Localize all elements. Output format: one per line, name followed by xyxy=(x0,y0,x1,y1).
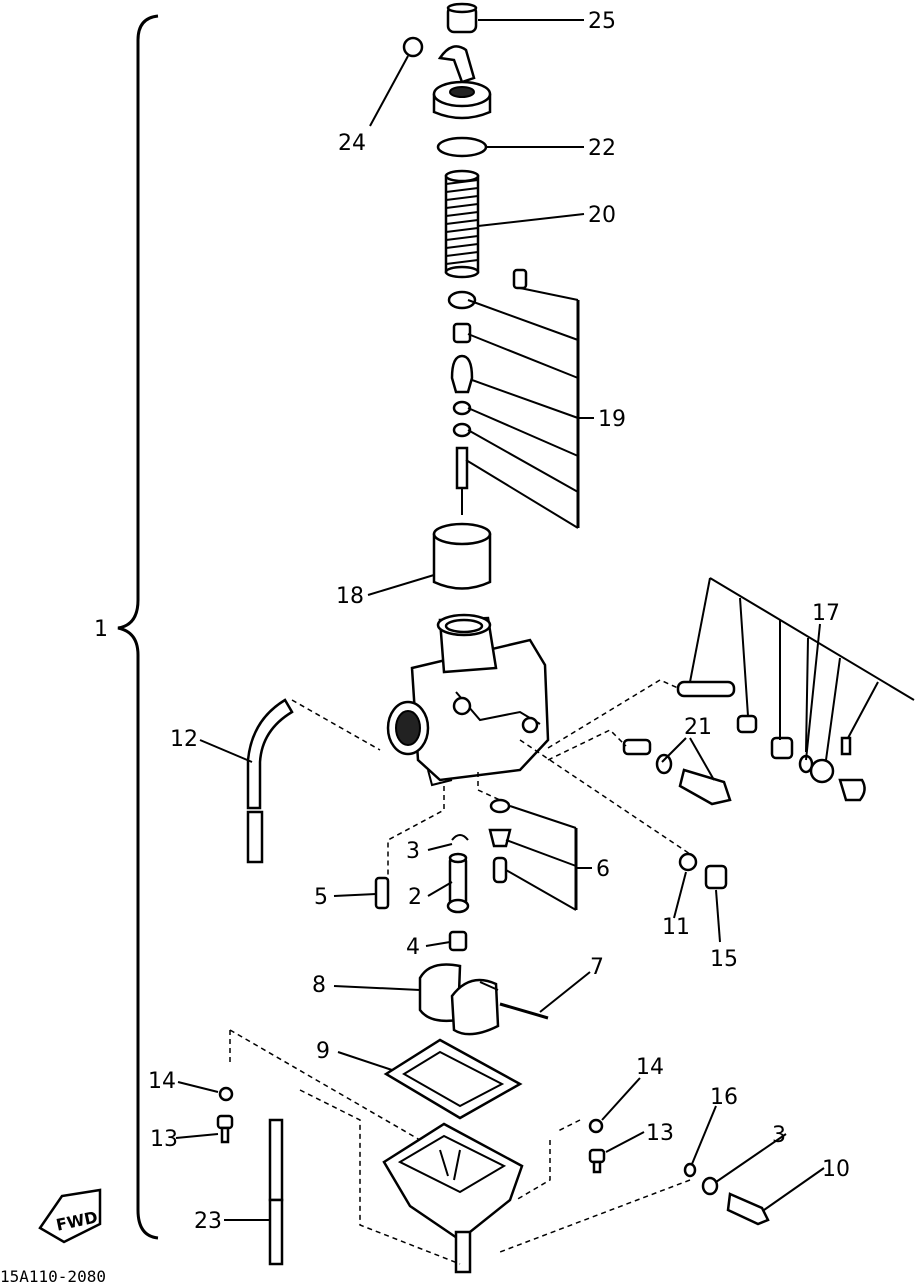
part-9-float-chamber-gasket xyxy=(383,1038,523,1120)
part-24-elbow xyxy=(402,36,476,84)
callout-16: 16 xyxy=(710,1085,738,1110)
part-3-ring xyxy=(451,834,469,841)
part-25-cap xyxy=(446,2,478,34)
callout-3-lower: 3 xyxy=(772,1123,786,1148)
callout-11: 11 xyxy=(662,915,690,940)
assembly-guide-lines xyxy=(229,679,691,1265)
fwd-arrow-badge: FWD xyxy=(38,1188,102,1244)
callout-1: 1 xyxy=(94,617,108,642)
callout-23: 23 xyxy=(194,1209,222,1234)
callout-20: 20 xyxy=(588,203,616,228)
callout-18: 18 xyxy=(336,584,364,609)
callout-4: 4 xyxy=(406,935,420,960)
leader-lines xyxy=(175,19,825,1221)
part-12-tube xyxy=(246,698,294,864)
part-4-main-jet xyxy=(448,930,468,952)
part-19-needle-set xyxy=(447,268,580,529)
callout-21: 21 xyxy=(684,715,712,740)
part-3-ring-right xyxy=(701,1176,719,1196)
part-10-drain-screw xyxy=(726,1192,770,1226)
callout-8: 8 xyxy=(312,973,326,998)
callout-14-right: 14 xyxy=(636,1055,664,1080)
callout-3-upper: 3 xyxy=(406,839,420,864)
part-18-throttle-slide xyxy=(432,522,492,590)
callout-7: 7 xyxy=(590,955,604,980)
callout-19: 19 xyxy=(598,407,626,432)
part-2-needle-jet xyxy=(446,852,470,914)
callout-10: 10 xyxy=(822,1157,850,1182)
part-7-float-pin xyxy=(499,1002,549,1020)
part-21-adjusters xyxy=(622,738,732,806)
part-13-screw-right xyxy=(588,1148,606,1174)
part-15-nut xyxy=(704,864,728,890)
part-23-drain-tube xyxy=(268,1118,284,1266)
part-top-cap xyxy=(432,80,492,120)
part-22-gasket xyxy=(436,136,488,158)
float-chamber xyxy=(382,1122,524,1274)
callout-9: 9 xyxy=(316,1039,330,1064)
callout-25: 25 xyxy=(588,9,616,34)
callout-12: 12 xyxy=(170,727,198,752)
part-14-washer-left xyxy=(218,1086,234,1102)
part-8-float xyxy=(418,963,500,1036)
callout-17: 17 xyxy=(812,601,840,626)
part-20-spring xyxy=(444,169,480,279)
part-13-screw-left xyxy=(216,1114,234,1144)
part-11-washer xyxy=(678,852,698,872)
callout-22: 22 xyxy=(588,136,616,161)
callout-13-left: 13 xyxy=(150,1127,178,1152)
callout-15: 15 xyxy=(710,947,738,972)
callout-5: 5 xyxy=(314,885,328,910)
part-14-washer-right xyxy=(588,1118,604,1134)
callout-2: 2 xyxy=(408,885,422,910)
callout-14-left: 14 xyxy=(148,1069,176,1094)
part-6-needle-valve xyxy=(488,798,578,911)
figure-code: 15A110-2080 xyxy=(0,1267,106,1286)
callout-13-right: 13 xyxy=(646,1121,674,1146)
assembly-brace xyxy=(117,14,159,1240)
callout-24: 24 xyxy=(338,131,366,156)
callout-6: 6 xyxy=(596,857,610,882)
carburetor-body xyxy=(386,613,550,787)
part-16-washer xyxy=(683,1162,697,1178)
part-17-pilot-screw-kit xyxy=(676,577,915,802)
part-5-pilot-jet xyxy=(374,876,390,910)
